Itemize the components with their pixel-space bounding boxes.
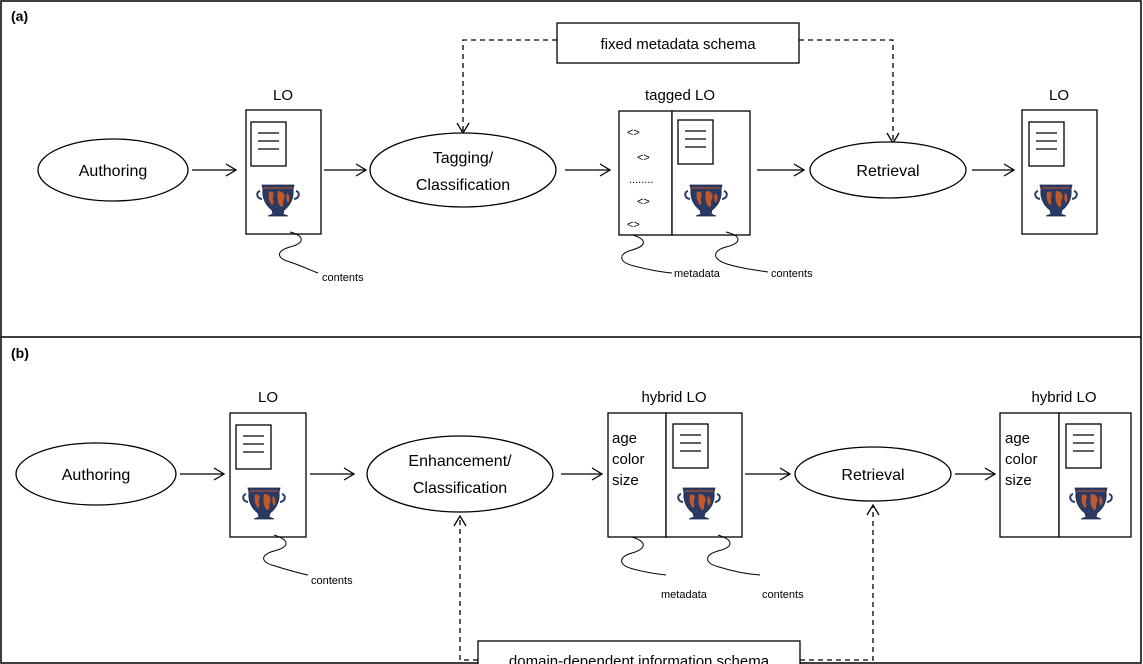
contents-label-b1: contents (311, 575, 353, 587)
panel-a-label: (a) (11, 8, 28, 24)
tagging-node (369, 132, 557, 208)
contents-squiggle-a1 (279, 231, 319, 274)
enhancement-node (366, 435, 554, 513)
tagged-lo-title: tagged LO (645, 87, 715, 104)
hybrid-lo-title-2: hybrid LO (1031, 389, 1096, 406)
retrieval-node-a (809, 141, 967, 199)
document-icon (1028, 121, 1065, 167)
authoring-label-b: Authoring (62, 467, 131, 484)
authoring-node-a (37, 138, 189, 202)
metadata-squiggle-b (621, 536, 667, 576)
tag-row-4: <> (637, 196, 650, 208)
contents-squiggle-b2 (707, 534, 761, 576)
panel-b-label: (b) (11, 345, 29, 361)
hybrid-lo-title-1: hybrid LO (641, 389, 706, 406)
lo-title-a1: LO (273, 87, 293, 104)
retrieval-label-b: Retrieval (841, 467, 904, 484)
panel-b: (b) Authoring LO contents Enhancement/ C… (11, 345, 1132, 664)
document-icon (250, 121, 287, 167)
contents-label-a1: contents (322, 272, 364, 284)
document-icon (235, 424, 272, 470)
hybrid-metadata-box-2 (999, 412, 1060, 538)
meta-word-size-2: size (1005, 472, 1032, 489)
tagging-label-line1: Tagging/ (433, 150, 494, 167)
metadata-squiggle-a (621, 234, 673, 274)
document-icon (1065, 423, 1102, 469)
metadata-label-b: metadata (661, 589, 708, 601)
tag-row-5: <> (627, 219, 640, 231)
enhancement-label-line1: Enhancement/ (408, 453, 512, 470)
lo-title-b1: LO (258, 389, 278, 406)
lo-title-a2: LO (1049, 87, 1069, 104)
tag-row-2: <> (637, 152, 650, 164)
retrieval-node-b (794, 446, 952, 502)
meta-word-color-2: color (1005, 451, 1038, 468)
contents-squiggle-b1 (263, 534, 309, 576)
panel-a: (a) fixed metadata schema Authoring LO c… (11, 8, 1098, 284)
enhancement-label-line2: Classification (413, 480, 507, 497)
retrieval-label-a: Retrieval (856, 163, 919, 180)
domain-schema-label: domain-dependent information schema (509, 653, 770, 664)
tag-metadata-box (618, 110, 673, 236)
tag-row-3: ........ (629, 174, 653, 186)
meta-word-age-2: age (1005, 430, 1030, 447)
contents-label-a2: contents (771, 268, 813, 280)
meta-word-color-1: color (612, 451, 645, 468)
schema-to-enhancement-arrow (453, 514, 478, 661)
document-icon (672, 423, 709, 469)
meta-word-age-1: age (612, 430, 637, 447)
fixed-schema-label: fixed metadata schema (600, 36, 756, 53)
fixed-schema-box (556, 22, 800, 64)
tagging-label-line2: Classification (416, 177, 510, 194)
contents-label-b2: contents (762, 589, 804, 601)
tag-row-1: <> (627, 127, 640, 139)
authoring-label-a: Authoring (79, 163, 148, 180)
meta-word-size-1: size (612, 472, 639, 489)
schema-to-retrieval-arrow-a (799, 39, 900, 145)
authoring-node-b (15, 442, 177, 506)
schema-to-tagging-arrow (456, 39, 557, 135)
document-icon (677, 119, 714, 165)
contents-squiggle-a2 (715, 231, 769, 273)
metadata-label-a: metadata (674, 268, 721, 280)
schema-to-retrieval-arrow-b (800, 503, 880, 661)
